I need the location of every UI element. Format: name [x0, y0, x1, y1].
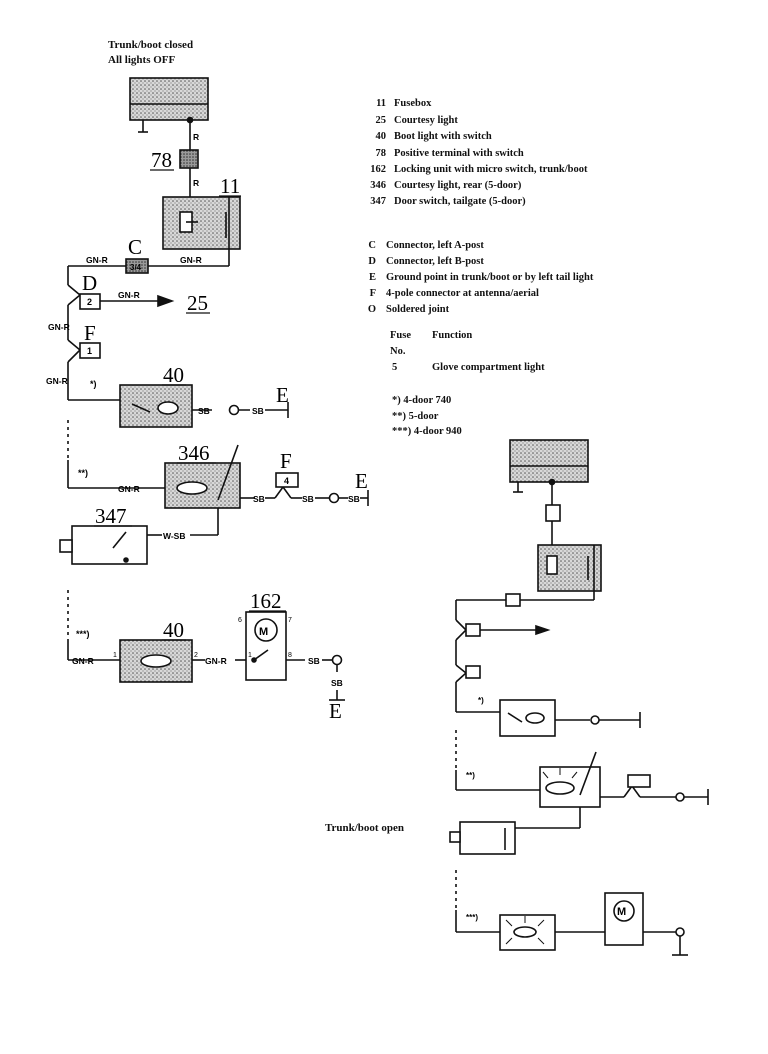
- wire-label: GN-R: [205, 656, 227, 666]
- label-d: D: [82, 271, 97, 295]
- wire-label: SB: [198, 406, 210, 416]
- light-rays-open: [505, 768, 578, 945]
- component-78-open: [545, 504, 561, 522]
- wire-label: SB: [348, 494, 360, 504]
- header-subtitle: All lights OFF: [108, 54, 176, 66]
- pin-1b: 1: [248, 652, 252, 659]
- label-11: 11: [220, 174, 240, 198]
- wire-label: SB: [302, 494, 314, 504]
- ground-e-2: E: [355, 469, 368, 493]
- battery-block: [129, 77, 209, 121]
- wire-label: SB: [308, 656, 320, 666]
- note-marker-open-2: **): [466, 771, 475, 780]
- fusebox-11: [162, 196, 241, 250]
- trunk-open-label: Trunk/boot open: [325, 822, 404, 834]
- wire-label: SB: [331, 678, 343, 688]
- component-347-open: [459, 821, 516, 855]
- motor-label-open: M: [617, 906, 626, 918]
- wire-label: SB: [253, 494, 265, 504]
- pin-c: 3/4: [130, 263, 142, 272]
- wire-label: GN-R: [118, 290, 140, 300]
- pin-6: 6: [238, 617, 242, 624]
- component-40-bottom: [119, 639, 193, 683]
- label-25: 25: [187, 291, 208, 315]
- note-4door-940: ***) 4-door 940: [392, 426, 462, 437]
- battery-block-open: [509, 439, 589, 483]
- wire-label: GN-R: [72, 656, 94, 666]
- fuse-col-header: Fuse: [390, 330, 411, 341]
- pin-7: 7: [288, 617, 292, 624]
- label-347: 347: [95, 504, 127, 528]
- wire-label: GN-R: [118, 484, 140, 494]
- label-f-346: F: [280, 449, 292, 473]
- label-162: 162: [250, 589, 282, 613]
- label-40-top: 40: [163, 363, 184, 387]
- wire-label: R: [193, 178, 199, 188]
- wire-label: GN-R: [46, 376, 68, 386]
- motor-label: M: [259, 626, 268, 638]
- component-40-top: [119, 384, 193, 428]
- wire-label: W-SB: [163, 531, 186, 541]
- label-c: C: [128, 235, 142, 259]
- wire-label: GN-R: [180, 255, 202, 265]
- fuse-col-header-no: No.: [390, 346, 406, 357]
- note-marker-1: *): [90, 379, 97, 389]
- note-marker-open-1: *): [478, 696, 484, 705]
- ground-e-1: E: [276, 383, 289, 407]
- note-marker-open-3: ***): [466, 913, 478, 922]
- note-marker-3: ***): [76, 629, 90, 639]
- component-78: [179, 149, 199, 169]
- note-4door-740: *) 4-door 740: [392, 395, 452, 406]
- wire-label: GN-R: [48, 322, 70, 332]
- fuse-function: Glove compartment light: [432, 362, 545, 373]
- wire-label: SB: [252, 406, 264, 416]
- header-title: Trunk/boot closed: [108, 39, 194, 51]
- note-marker-2: **): [78, 468, 88, 478]
- label-40-bottom: 40: [163, 618, 184, 642]
- label-f: F: [84, 321, 96, 345]
- pin-d: 2: [87, 297, 92, 307]
- pin-f4: 4: [284, 476, 289, 486]
- component-347: [71, 525, 148, 565]
- pin-f: 1: [87, 346, 92, 356]
- fuse-number: 5: [392, 362, 398, 373]
- ground-e-3: E: [329, 699, 342, 723]
- function-col-header: Function: [432, 330, 473, 341]
- connector-f: [79, 342, 101, 359]
- label-78: 78: [151, 148, 172, 172]
- pin-2: 2: [194, 652, 198, 659]
- wire-label: GN-R: [86, 255, 108, 265]
- note-5door: **) 5-door: [392, 411, 439, 422]
- label-346: 346: [178, 441, 210, 465]
- pin-8: 8: [288, 652, 292, 659]
- pin-1: 1: [113, 652, 117, 659]
- wire-label: R: [193, 132, 199, 142]
- connector-f4: [275, 472, 299, 488]
